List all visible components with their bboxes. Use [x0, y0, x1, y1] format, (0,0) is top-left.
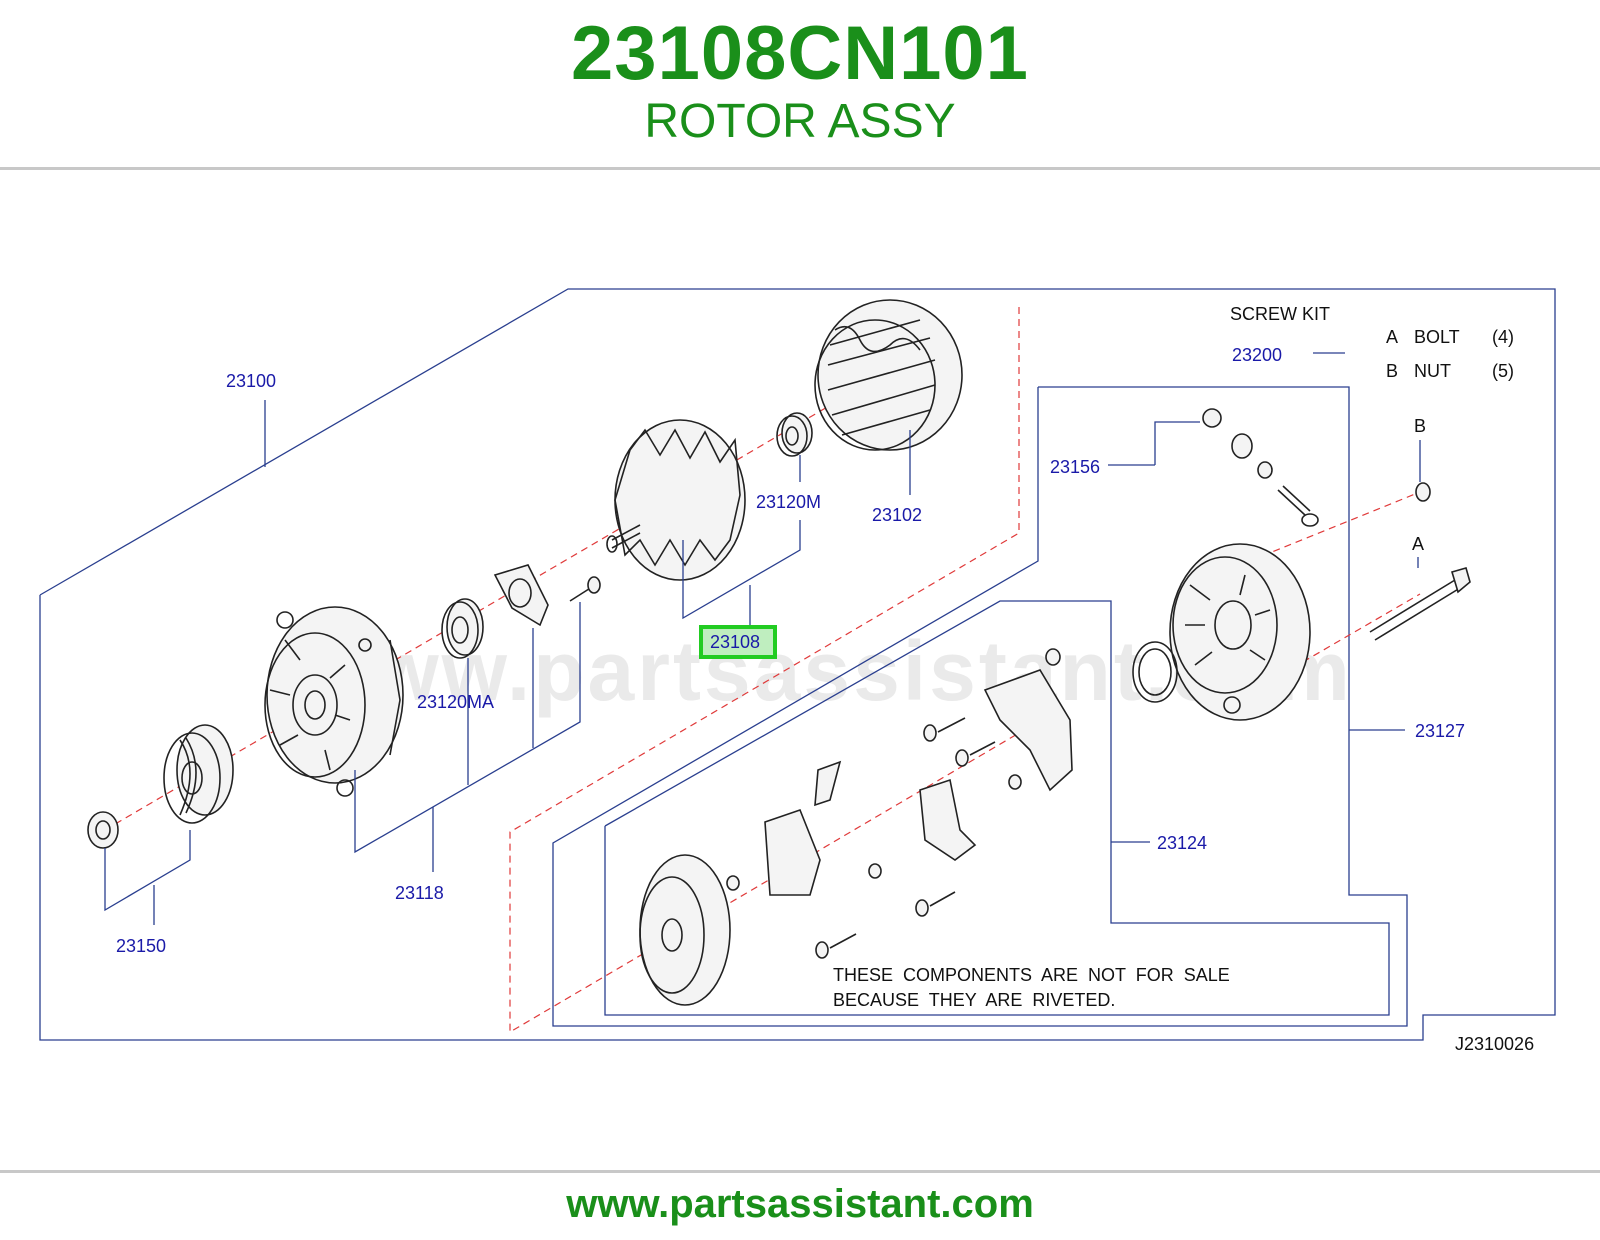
front-bracket-part [264, 606, 404, 797]
footer-divider [0, 1170, 1600, 1173]
rear-bearing-part [776, 412, 813, 457]
callout-23156[interactable]: 23156 [1050, 457, 1100, 477]
callout-23200[interactable]: 23200 [1232, 345, 1282, 365]
screw-kit-a-qty: (4) [1492, 327, 1514, 347]
screw-kit-b-qty: (5) [1492, 361, 1514, 381]
assembly-frame-23127 [552, 386, 1408, 1027]
leader-23156 [1154, 421, 1200, 465]
callout-23120m[interactable]: 23120M [756, 492, 821, 512]
bearing-retainer-plate [493, 564, 549, 627]
assembly-axis-nut [1239, 489, 1426, 566]
rotor-assy-part [606, 419, 746, 581]
callout-23127[interactable]: 23127 [1415, 721, 1465, 741]
part-name-subtitle: ROTOR ASSY [644, 95, 956, 148]
leader-23150-bracket [104, 830, 191, 912]
part-number-title: 23108CN101 [571, 11, 1029, 96]
stator-part [814, 299, 963, 451]
terminal-kit-parts [1202, 408, 1319, 527]
rear-gasket-part [1132, 641, 1178, 703]
pulley-part [163, 724, 234, 824]
callout-23120ma[interactable]: 23120MA [417, 692, 494, 712]
footer-website-link[interactable]: www.partsassistant.com [566, 1182, 1034, 1226]
assembly-frame-23100 [39, 288, 1556, 1041]
retainer-screw-part [569, 576, 601, 602]
callout-23150[interactable]: 23150 [116, 936, 166, 956]
note-line-2: BECAUSE THEY ARE RIVETED. [833, 990, 1115, 1010]
through-bolt-a-part [1369, 567, 1471, 641]
leader-23118-bracket [354, 602, 581, 854]
callout-23124[interactable]: 23124 [1157, 833, 1207, 853]
callout-23102[interactable]: 23102 [872, 505, 922, 525]
front-bearing-part [441, 598, 484, 659]
rear-bracket-part [1169, 543, 1311, 721]
regulator-internal-parts [639, 648, 1073, 1006]
diagram-code: J2310026 [1455, 1034, 1534, 1054]
assembly-axis-front [104, 381, 871, 831]
marker-b: B [1414, 416, 1426, 436]
screw-kit-b-letter: B [1386, 361, 1398, 381]
callout-23100[interactable]: 23100 [226, 371, 276, 391]
marker-a: A [1412, 534, 1424, 554]
note-line-1: THESE COMPONENTS ARE NOT FOR SALE [833, 965, 1230, 985]
page-header: 23108CN101 ROTOR ASSY [0, 0, 1600, 168]
callout-23108-highlight [699, 625, 777, 659]
screw-kit-a-name: BOLT [1414, 327, 1460, 347]
screw-kit-a-letter: A [1386, 327, 1398, 347]
assembly-frame-23124 [604, 600, 1390, 1016]
leader-23108-bracket [682, 520, 801, 620]
screw-kit-b-name: NUT [1414, 361, 1451, 381]
callout-23108[interactable]: 23108 [710, 632, 760, 652]
nut-b-part [1415, 482, 1431, 502]
screw-kit-title: SCREW KIT [1230, 304, 1330, 324]
pulley-nut-part [87, 811, 119, 849]
callout-23118[interactable]: 23118 [395, 883, 444, 903]
header-divider [0, 167, 1600, 170]
